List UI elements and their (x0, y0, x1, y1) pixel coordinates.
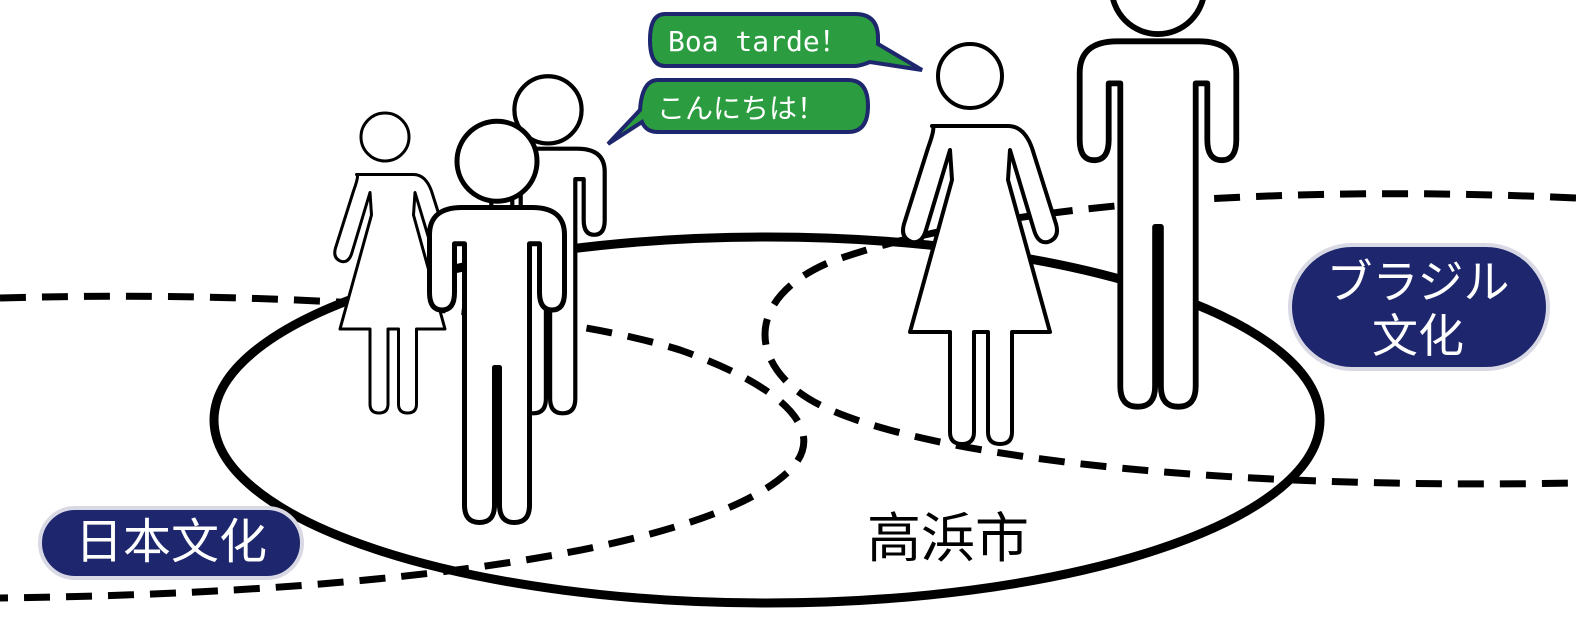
city-boundary (209, 232, 1325, 608)
brazilian-man (1080, 0, 1237, 407)
speech-bubble-portuguese: Boa tarde！ (647, 12, 924, 72)
japanese-culture-label: 日本文化 (75, 514, 267, 570)
brazilian-culture-label-line1: ブラジル (1326, 255, 1509, 309)
city-label: 高浜市 (867, 507, 1029, 570)
brazilian-culture-badge: ブラジル 文化 (1288, 243, 1550, 371)
japanese-culture-badge: 日本文化 (38, 506, 304, 580)
speech-bubble-japanese: こんにちは！ (606, 78, 871, 146)
brazilian-culture-boundary (761, 190, 1576, 488)
speech-bubble-japanese-text: こんにちは！ (657, 92, 825, 125)
speech-bubble-portuguese-text: Boa tarde！ (668, 25, 848, 58)
brazilian-culture-label-line2: 文化 (1372, 309, 1464, 363)
